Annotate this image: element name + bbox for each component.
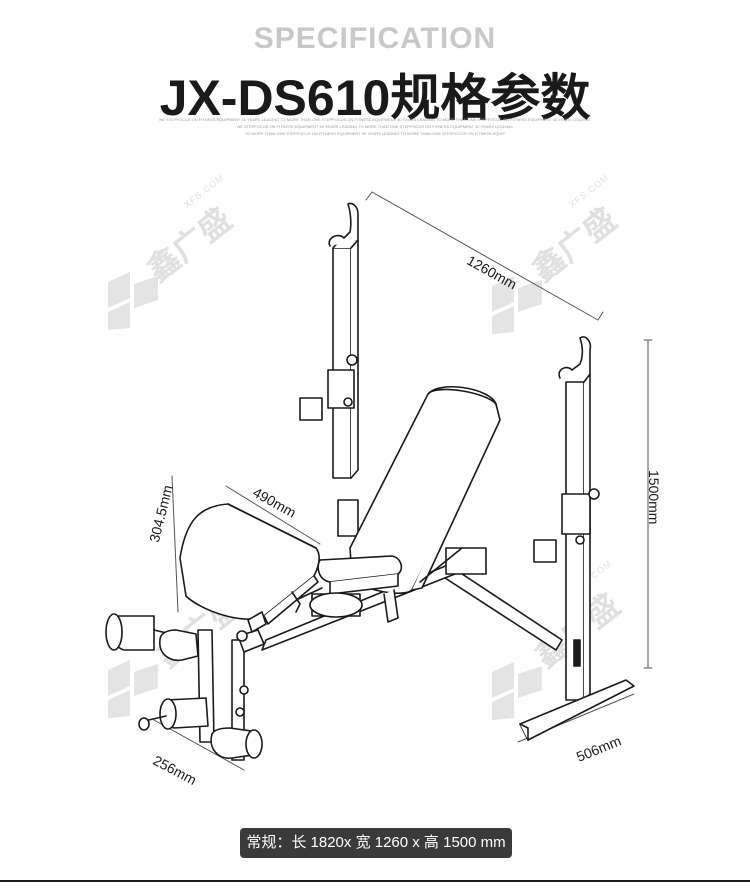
fine-print-line-2: NE STEPFOCUS ON FITNESS EQUIPMENT 40 YEA… — [237, 124, 513, 129]
backrest — [349, 386, 501, 623]
spec-bar: 常规：长 1820x 宽 1260 x 高 1500 mm — [240, 828, 512, 858]
page-title: JX-DS610规格参数 — [159, 70, 591, 126]
leg-rollers — [105, 613, 263, 759]
right-upright — [519, 336, 635, 741]
fine-print-line-1: NE STEPFOCUS ON FITNESS EQUIPMENT 40 YEA… — [159, 117, 591, 122]
left-upright — [299, 202, 359, 537]
fine-print-line-3: TO MORE THAN ONE STEPFOCUS ON FITNESS EQ… — [244, 131, 506, 136]
supertitle: SPECIFICATION — [253, 22, 497, 55]
preacher-pad — [179, 503, 320, 625]
dim-height: 1500mm — [646, 470, 662, 525]
divider — [0, 880, 750, 882]
seat — [295, 555, 403, 618]
